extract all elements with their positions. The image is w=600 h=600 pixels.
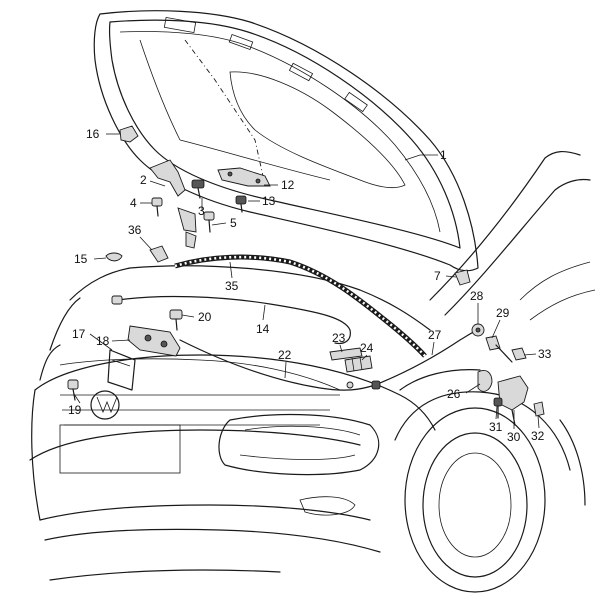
cable-part-27 xyxy=(371,329,479,390)
grommet-part-15 xyxy=(105,252,123,262)
bolt-part-5 xyxy=(203,211,215,233)
leader-lines xyxy=(73,133,540,429)
callout-1: 1 xyxy=(440,148,447,162)
callout-31: 31 xyxy=(489,420,503,434)
callout-16: 16 xyxy=(86,127,100,141)
seal-part-35 xyxy=(174,254,427,358)
bolt-part-4 xyxy=(151,197,163,217)
callout-18: 18 xyxy=(96,334,110,348)
callout-labels: 1 2 3 4 5 7 12 13 14 15 16 17 18 19 20 2… xyxy=(68,127,552,444)
callout-13: 13 xyxy=(262,194,276,208)
callout-7: 7 xyxy=(434,269,441,283)
handle-part-26 xyxy=(477,370,493,392)
clip-part-24 xyxy=(344,355,373,373)
callout-14: 14 xyxy=(256,322,270,336)
callout-33: 33 xyxy=(538,347,552,361)
callout-26: 26 xyxy=(447,387,461,401)
lever-part-30 xyxy=(497,375,529,426)
bolt-part-31 xyxy=(493,397,503,419)
callout-24: 24 xyxy=(360,341,374,355)
hinge-part-12 xyxy=(217,167,271,187)
buffer-part-16 xyxy=(119,125,139,143)
bolt-part-20 xyxy=(169,309,183,331)
callout-15: 15 xyxy=(74,252,88,266)
callout-35: 35 xyxy=(225,279,239,293)
connector-part-29 xyxy=(485,335,513,363)
callout-4: 4 xyxy=(130,196,137,210)
lock-part-18 xyxy=(127,325,181,357)
callout-12: 12 xyxy=(281,178,295,192)
parts xyxy=(67,125,545,426)
callout-32: 32 xyxy=(531,429,545,443)
vehicle-body xyxy=(29,151,596,593)
callout-5: 5 xyxy=(230,216,237,230)
callout-30: 30 xyxy=(507,430,521,444)
callout-2: 2 xyxy=(140,173,147,187)
nut-part-33 xyxy=(511,347,527,361)
hinge-lower xyxy=(177,207,197,249)
callout-29: 29 xyxy=(496,306,510,320)
callout-23: 23 xyxy=(332,331,346,345)
bolt-part-19 xyxy=(67,379,79,401)
clip-part-32 xyxy=(533,401,545,417)
buffer-part-7 xyxy=(454,269,471,286)
callout-27: 27 xyxy=(428,328,442,342)
hinge-part-2 xyxy=(149,159,186,197)
callout-19: 19 xyxy=(68,403,82,417)
bolt-part-13 xyxy=(235,195,247,213)
callout-36: 36 xyxy=(128,223,142,237)
bolt-part-3 xyxy=(191,179,205,199)
clip-part-23 xyxy=(329,347,363,361)
cable-part-22 xyxy=(179,339,376,391)
cable-part-14 xyxy=(111,295,351,345)
carrier-part-17 xyxy=(107,349,136,391)
callout-20: 20 xyxy=(198,310,212,324)
clip-part-36 xyxy=(149,245,169,263)
callout-3: 3 xyxy=(198,204,205,218)
grommet-part-28 xyxy=(471,323,485,337)
callout-17: 17 xyxy=(72,327,86,341)
hood-panel xyxy=(93,10,479,272)
callout-22: 22 xyxy=(278,348,292,362)
callout-28: 28 xyxy=(470,289,484,303)
